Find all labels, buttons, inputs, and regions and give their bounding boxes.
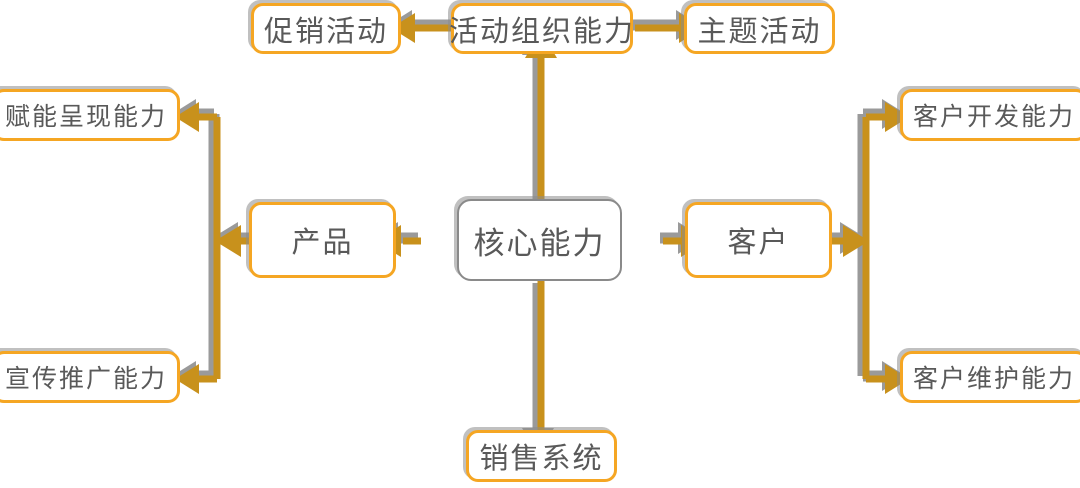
arrowhead-to-publicity-promotion — [175, 364, 199, 394]
node-publicity-promotion-label: 宣传推广能力 — [4, 365, 167, 393]
node-sales-system-label: 销售系统 — [479, 443, 604, 475]
node-activity-organization-label: 活动组织能力 — [449, 15, 636, 48]
node-customer-maintenance-label: 客户维护能力 — [912, 365, 1075, 393]
node-activity-organization[interactable]: 活动组织能力 — [449, 3, 636, 54]
arrowhead-to-empower-presentation — [175, 102, 199, 132]
node-promotion-activity-label: 促销活动 — [263, 15, 388, 48]
node-core-label: 核心能力 — [473, 225, 606, 261]
node-customer-maintenance[interactable]: 客户维护能力 — [900, 351, 1080, 403]
node-empower-presentation-label: 赋能呈现能力 — [4, 103, 167, 131]
node-customer-development-label: 客户开发能力 — [912, 103, 1075, 131]
arrowhead-to-promotion-activity — [391, 13, 415, 43]
node-theme-activity[interactable]: 主题活动 — [684, 3, 835, 54]
node-product[interactable]: 产品 — [249, 202, 396, 278]
node-customer-development[interactable]: 客户开发能力 — [900, 89, 1080, 141]
arrowhead-product-into-trunk — [215, 225, 241, 257]
arrowhead-to-customer-maintenance — [885, 364, 909, 394]
node-customer[interactable]: 客户 — [685, 202, 832, 278]
arrowhead-customer-into-trunk — [843, 225, 869, 257]
node-core[interactable]: 核心能力 — [457, 199, 622, 281]
arrowhead-to-customer-development — [885, 102, 909, 132]
node-product-label: 产品 — [291, 227, 354, 259]
node-sales-system[interactable]: 销售系统 — [466, 430, 617, 482]
node-empower-presentation[interactable]: 赋能呈现能力 — [0, 89, 180, 141]
node-theme-activity-label: 主题活动 — [697, 15, 822, 48]
node-publicity-promotion[interactable]: 宣传推广能力 — [0, 351, 180, 403]
node-customer-label: 客户 — [727, 227, 790, 259]
node-promotion-activity[interactable]: 促销活动 — [251, 3, 401, 54]
